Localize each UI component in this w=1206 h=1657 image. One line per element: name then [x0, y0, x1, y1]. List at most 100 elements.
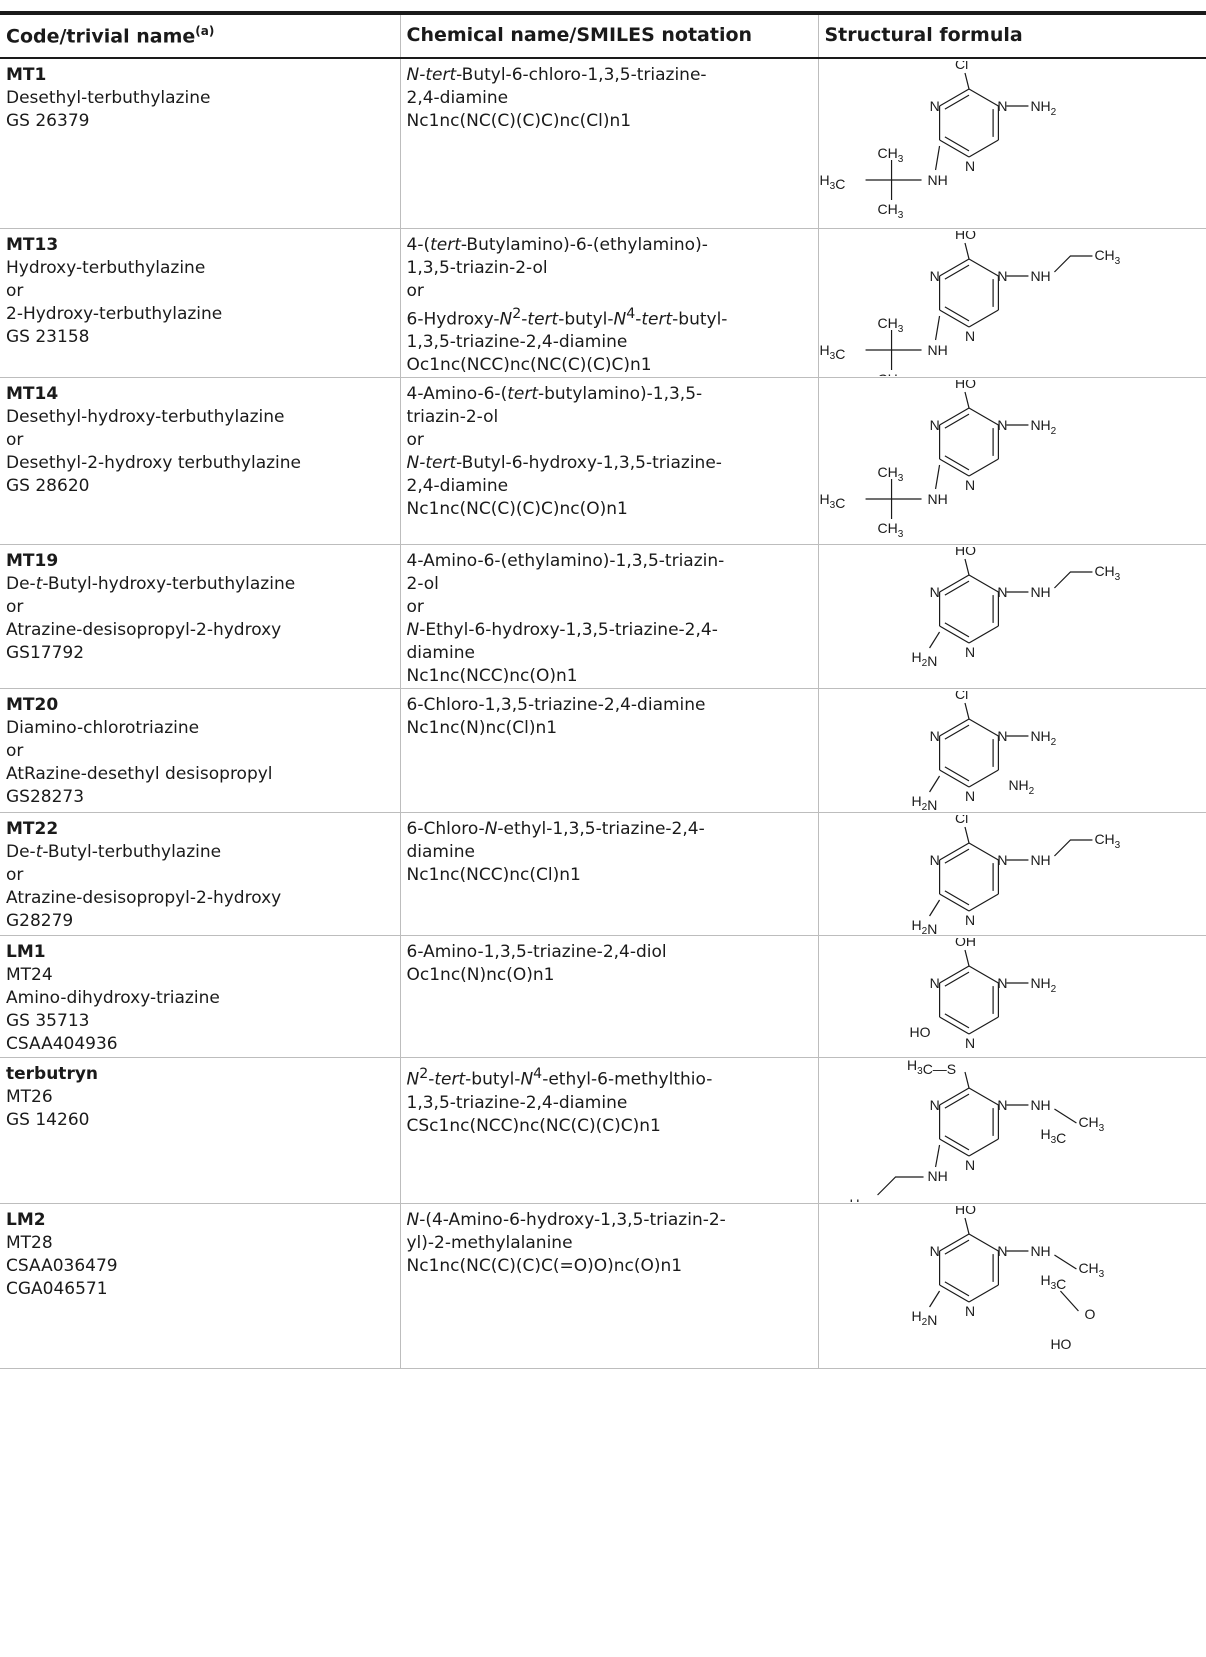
svg-text:CH3: CH3	[1094, 563, 1120, 583]
chemical-name-cell: N-(4-Amino-6-hydroxy-1,3,5-triazin-2-yl)…	[399, 1203, 819, 1370]
svg-text:HO: HO	[1050, 1336, 1071, 1352]
table-top-rule	[0, 11, 1206, 15]
chemical-name-line: Nc1nc(NC(C)(C)C(=O)O)nc(O)n1	[406, 1256, 683, 1277]
trivial-name-line: MT24	[6, 965, 53, 986]
svg-text:H3C: H3C	[849, 1196, 875, 1202]
svg-text:NH: NH	[927, 342, 947, 358]
ring-n-3: N	[965, 644, 975, 660]
chemical-name-line: 6-Amino-1,3,5-triazine-2,4-diol	[406, 942, 667, 963]
ring-n-2: N	[997, 1243, 1007, 1259]
svg-text:CH3: CH3	[1094, 831, 1120, 851]
compound-code: MT20	[6, 695, 59, 716]
chemical-name-line: 6-Chloro-N-ethyl-1,3,5-triazine-2,4-	[406, 819, 705, 840]
compound-code: MT19	[6, 551, 59, 572]
trivial-name-line: Desethyl-2-hydroxy terbuthylazine	[6, 453, 302, 474]
svg-text:H3C: H3C	[1040, 1126, 1066, 1146]
trivial-name-line: CSAA036479	[6, 1256, 118, 1277]
header-code-trivial-name: Code/trivial name(a)	[0, 15, 400, 59]
header-structural-formula: Structural formula	[818, 15, 1206, 59]
chemical-name-line: Nc1nc(N)nc(Cl)n1	[406, 718, 558, 739]
trivial-name-line: or	[6, 430, 24, 451]
trivial-name-line: Hydroxy-terbuthylazine	[6, 257, 206, 278]
svg-text:H2N: H2N	[911, 917, 937, 934]
svg-text:CH3: CH3	[877, 371, 903, 376]
chemical-name-line: yl)-2-methylalanine	[406, 1233, 573, 1254]
chemical-name-cell: 6-Chloro-N-ethyl-1,3,5-triazine-2,4-diam…	[399, 812, 819, 937]
chemical-name-line: N-tert-Butyl-6-hydroxy-1,3,5-triazine-	[406, 453, 722, 474]
chemical-name-line: 6-Chloro-1,3,5-triazine-2,4-diamine	[406, 695, 706, 716]
svg-text:CH3: CH3	[1078, 1260, 1104, 1280]
trivial-name-line: GS 14260	[6, 1110, 90, 1131]
svg-text:NH: NH	[1030, 1243, 1050, 1259]
svg-text:H3C: H3C	[819, 491, 845, 511]
table-header-row: Code/trivial name(a) Chemical name/SMILE…	[0, 15, 1206, 59]
chemical-name-line: Nc1nc(NCC)nc(O)n1	[406, 666, 578, 687]
trivial-name-line: or	[6, 280, 24, 301]
svg-text:OH: OH	[955, 938, 976, 949]
svg-text:NH2: NH2	[1030, 728, 1056, 748]
trivial-name-line: 2-Hydroxy-terbuthylazine	[6, 303, 223, 324]
ring-n-2: N	[997, 975, 1007, 991]
svg-text:NH2: NH2	[1030, 417, 1056, 437]
chemical-name-line: diamine	[406, 643, 475, 664]
svg-text:H2N: H2N	[911, 649, 937, 669]
ring-n-1: N	[929, 975, 939, 991]
svg-text:NH2: NH2	[1030, 975, 1056, 995]
compound-code: MT1	[6, 65, 47, 85]
svg-text:O: O	[1084, 1306, 1095, 1322]
trivial-name-line: GS 26379	[6, 111, 90, 131]
structural-formula-cell: NNNHONHCH3NHCH3CH3H3C	[818, 228, 1206, 379]
svg-text:H2N: H2N	[911, 1308, 937, 1328]
trivial-name-line: De-t-Butyl-hydroxy-terbuthylazine	[6, 574, 296, 595]
ring-n-1: N	[929, 268, 939, 284]
svg-text:CH3: CH3	[1094, 247, 1120, 267]
svg-text:H2N: H2N	[911, 793, 937, 811]
svg-text:NH: NH	[1030, 268, 1050, 284]
ring-n-3: N	[965, 158, 975, 174]
chemical-name-line: 1,3,5-triazine-2,4-diamine	[406, 332, 628, 353]
chemical-name-line: 2-ol	[406, 574, 439, 595]
trivial-name-line: AtRazine-desethyl desisopropyl	[6, 764, 273, 785]
trivial-name-line: G28279	[6, 911, 74, 932]
chemical-name-line: 4-Amino-6-(ethylamino)-1,3,5-triazin-	[406, 551, 725, 572]
trivial-name-line: Diamino-chlorotriazine	[6, 718, 200, 739]
chemical-name-line: Oc1nc(N)nc(O)n1	[406, 965, 555, 986]
chemical-name-line: Nc1nc(NCC)nc(Cl)n1	[406, 865, 581, 886]
svg-text:H3C: H3C	[819, 172, 845, 192]
svg-text:CH3: CH3	[877, 520, 903, 540]
svg-text:CH3: CH3	[1078, 1114, 1104, 1134]
ring-n-1: N	[929, 98, 939, 114]
ring-n-3: N	[965, 1035, 975, 1051]
svg-text:HO: HO	[955, 231, 976, 242]
trivial-name-line: GS 35713	[6, 1011, 90, 1032]
chemical-name-line: N-Ethyl-6-hydroxy-1,3,5-triazine-2,4-	[406, 620, 718, 641]
chemical-name-line: 2,4-diamine	[406, 476, 509, 497]
trivial-name-line: De-t-Butyl-terbuthylazine	[6, 842, 222, 863]
chemical-name-line: 6-Hydroxy-N2-tert-butyl-N4-tert-butyl-	[406, 305, 728, 330]
trivial-name-line: MT26	[6, 1087, 53, 1108]
ring-n-3: N	[965, 912, 975, 928]
chemical-name-line: Oc1nc(NCC)nc(NC(C)(C)C)n1	[406, 355, 652, 376]
trivial-name-line: MT28	[6, 1233, 53, 1254]
svg-text:NH: NH	[1030, 1097, 1050, 1113]
chemical-name-line: 4-(tert-Butylamino)-6-(ethylamino)-	[406, 234, 708, 255]
